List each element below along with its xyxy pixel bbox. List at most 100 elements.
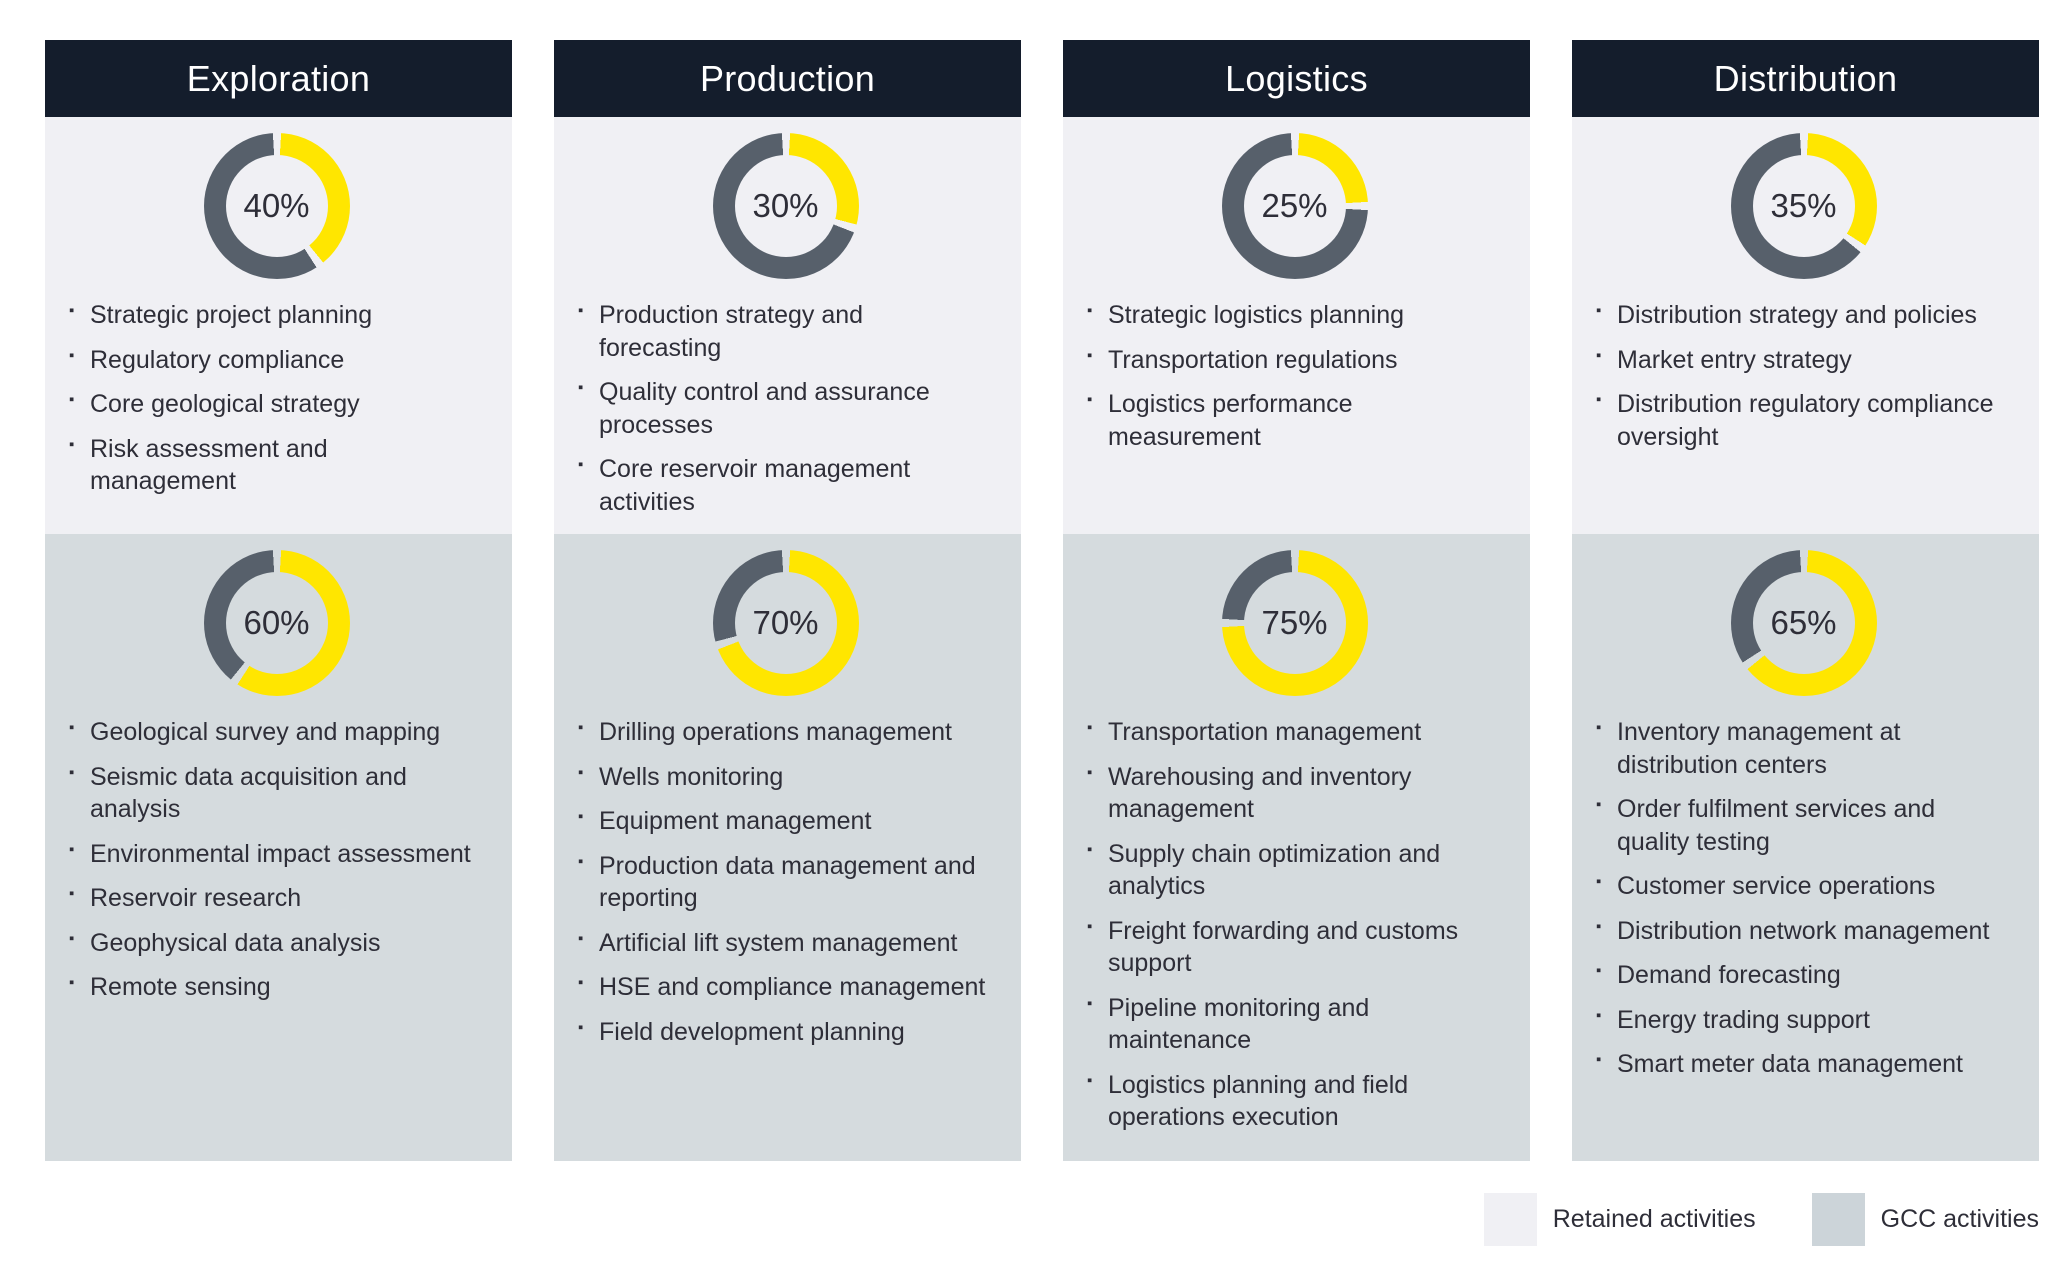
activity-item: Wells monitoring — [578, 761, 993, 794]
donut-wrapper: 75% — [1087, 548, 1502, 716]
gcc-percent-label: 70% — [752, 604, 819, 641]
retained-donut-chart: 35% — [1730, 133, 1877, 279]
gcc-activities-list: Transportation managementWarehousing and… — [1087, 716, 1502, 1134]
column-header: Logistics — [1063, 40, 1530, 117]
retained-activities-list: Strategic project planningRegulatory com… — [69, 299, 484, 498]
column-header: Exploration — [45, 40, 512, 117]
gcc-donut-chart: 65% — [1730, 550, 1877, 696]
retained-section: 30% Production strategy and forecastingQ… — [554, 117, 1021, 534]
activity-item: Reservoir research — [69, 882, 484, 915]
column-logistics: Logistics 25% Strategic logistics planni… — [1063, 40, 1530, 1161]
donut-hole: 30% — [734, 155, 837, 257]
activity-item: Drilling operations management — [578, 716, 993, 749]
activity-item: Logistics planning and field operations … — [1087, 1069, 1502, 1134]
activity-item: Production data management and reporting — [578, 850, 993, 915]
gcc-donut-chart: 70% — [712, 550, 859, 696]
activity-item: Geological survey and mapping — [69, 716, 484, 749]
column-header: Distribution — [1572, 40, 2039, 117]
activity-item: Quality control and assurance processes — [578, 376, 993, 441]
gcc-section: 75% Transportation managementWarehousing… — [1063, 534, 1530, 1161]
donut-hole: 25% — [1243, 155, 1346, 257]
column-title: Exploration — [186, 57, 371, 99]
legend: Retained activities GCC activities — [1483, 1193, 2039, 1246]
retained-percent-label: 25% — [1261, 187, 1328, 224]
donut-hole: 40% — [225, 155, 328, 257]
activity-item: Field development planning — [578, 1016, 993, 1049]
donut-wrapper: 65% — [1596, 548, 2011, 716]
gcc-donut-chart: 75% — [1221, 550, 1368, 696]
retained-swatch — [1483, 1193, 1537, 1246]
activity-item: Transportation management — [1087, 716, 1502, 749]
retained-donut-chart: 25% — [1221, 133, 1368, 279]
activity-item: Warehousing and inventory management — [1087, 761, 1502, 826]
column-title: Distribution — [1713, 57, 1898, 99]
donut-hole: 60% — [225, 572, 328, 674]
activity-item: Distribution regulatory compliance overs… — [1596, 388, 2011, 453]
retained-activities-list: Distribution strategy and policiesMarket… — [1596, 299, 2011, 453]
legend-item-retained: Retained activities — [1483, 1193, 1756, 1246]
activity-item: Inventory management at distribution cen… — [1596, 716, 2011, 781]
activity-item: Production strategy and forecasting — [578, 299, 993, 364]
donut-hole: 70% — [734, 572, 837, 674]
legend-item-gcc: GCC activities — [1811, 1193, 2039, 1246]
columns-board: Exploration 40% Strategic project planni… — [45, 40, 2039, 1161]
activity-item: Distribution strategy and policies — [1596, 299, 2011, 332]
legend-label-retained: Retained activities — [1552, 1205, 1756, 1233]
retained-percent-label: 35% — [1770, 187, 1837, 224]
retained-section: 25% Strategic logistics planningTranspor… — [1063, 117, 1530, 534]
legend-label-gcc: GCC activities — [1880, 1205, 2039, 1233]
activity-item: Core reservoir management activities — [578, 453, 993, 518]
gcc-swatch — [1811, 1193, 1865, 1246]
gcc-activities-list: Inventory management at distribution cen… — [1596, 716, 2011, 1081]
gcc-percent-label: 60% — [243, 604, 310, 641]
donut-wrapper: 60% — [69, 548, 484, 716]
activity-item: Artificial lift system management — [578, 927, 993, 960]
activity-item: Pipeline monitoring and maintenance — [1087, 992, 1502, 1057]
activity-item: Freight forwarding and customs support — [1087, 915, 1502, 980]
donut-wrapper: 40% — [69, 131, 484, 299]
column-title: Production — [699, 57, 876, 99]
donut-hole: 65% — [1752, 572, 1855, 674]
activity-item: Core geological strategy — [69, 388, 484, 421]
activity-item: Equipment management — [578, 805, 993, 838]
retained-percent-label: 40% — [243, 187, 310, 224]
activity-item: Logistics performance measurement — [1087, 388, 1502, 453]
activity-item: Seismic data acquisition and analysis — [69, 761, 484, 826]
column-distribution: Distribution 35% Distribution strategy a… — [1572, 40, 2039, 1161]
activity-item: Market entry strategy — [1596, 344, 2011, 377]
donut-wrapper: 30% — [578, 131, 993, 299]
column-exploration: Exploration 40% Strategic project planni… — [45, 40, 512, 1161]
column-production: Production 30% Production strategy and f… — [554, 40, 1021, 1161]
activity-item: Order fulfilment services and quality te… — [1596, 793, 2011, 858]
activity-item: Geophysical data analysis — [69, 927, 484, 960]
donut-hole: 75% — [1243, 572, 1346, 674]
activity-item: Risk assessment and management — [69, 433, 484, 498]
activity-item: HSE and compliance management — [578, 971, 993, 1004]
gcc-percent-label: 75% — [1261, 604, 1328, 641]
gcc-section: 60% Geological survey and mappingSeismic… — [45, 534, 512, 1161]
retained-section: 35% Distribution strategy and policiesMa… — [1572, 117, 2039, 534]
donut-hole: 35% — [1752, 155, 1855, 257]
gcc-donut-chart: 60% — [203, 550, 350, 696]
donut-wrapper: 35% — [1596, 131, 2011, 299]
activity-item: Energy trading support — [1596, 1004, 2011, 1037]
column-header: Production — [554, 40, 1021, 117]
activity-item: Customer service operations — [1596, 870, 2011, 903]
retained-activities-list: Strategic logistics planningTransportati… — [1087, 299, 1502, 453]
activity-item: Distribution network management — [1596, 915, 2011, 948]
activity-item: Remote sensing — [69, 971, 484, 1004]
gcc-activities-list: Drilling operations managementWells moni… — [578, 716, 993, 1048]
retained-donut-chart: 40% — [203, 133, 350, 279]
activity-item: Strategic logistics planning — [1087, 299, 1502, 332]
gcc-section: 65% Inventory management at distribution… — [1572, 534, 2039, 1161]
donut-wrapper: 70% — [578, 548, 993, 716]
retained-activities-list: Production strategy and forecastingQuali… — [578, 299, 993, 518]
gcc-percent-label: 65% — [1770, 604, 1837, 641]
activity-item: Strategic project planning — [69, 299, 484, 332]
activity-item: Supply chain optimization and analytics — [1087, 838, 1502, 903]
gcc-activities-list: Geological survey and mappingSeismic dat… — [69, 716, 484, 1004]
activity-item: Regulatory compliance — [69, 344, 484, 377]
column-title: Logistics — [1225, 57, 1368, 99]
activity-item: Environmental impact assessment — [69, 838, 484, 871]
retained-section: 40% Strategic project planningRegulatory… — [45, 117, 512, 534]
